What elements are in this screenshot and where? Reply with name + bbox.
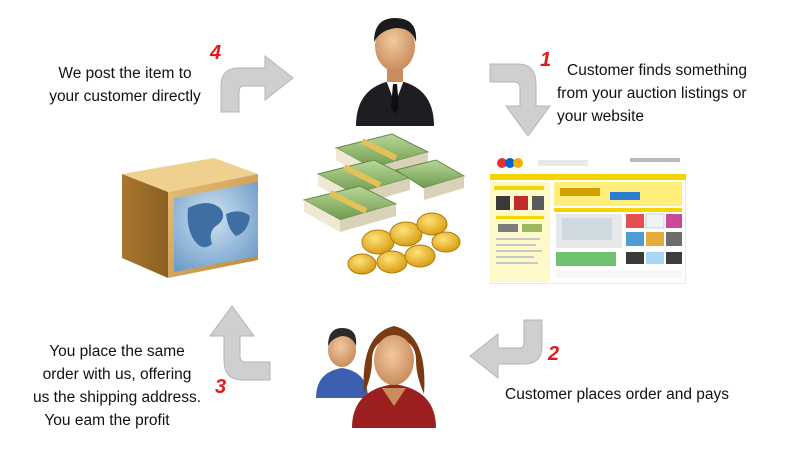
step-3-line-2: order with us, offering <box>42 366 192 383</box>
step-3-line-1: You place the same <box>49 343 185 360</box>
step-1-caption: Customer finds something from your aucti… <box>557 59 797 128</box>
merchant-people-icon <box>316 326 436 428</box>
step-3-number: 3 <box>215 376 227 398</box>
step-3-caption: You place the same order with us, offeri… <box>22 340 212 432</box>
step-3-line-4: You eam the profit <box>44 412 170 429</box>
shopping-website-icon <box>490 152 686 284</box>
step-2-line-1: Customer places order and pays <box>505 386 730 403</box>
step-1-line-3: your website <box>557 108 645 125</box>
shipping-box-icon <box>122 158 258 278</box>
step-2-caption: Customer places order and pays <box>505 383 785 406</box>
step-2-number: 2 <box>548 343 560 365</box>
step-4-caption: We post the item to your customer direct… <box>40 62 210 108</box>
money-stack-icon <box>302 133 466 275</box>
curved-arrow-icon <box>489 63 551 137</box>
step-3-line-3: us the shipping address. <box>32 389 202 406</box>
step-1-number: 1 <box>540 49 552 71</box>
step-1-line-1: Customer finds something <box>567 62 748 79</box>
step-4-number: 4 <box>210 42 222 64</box>
step-4-line-2: your customer directly <box>49 88 201 105</box>
curved-arrow-icon <box>220 54 294 113</box>
curved-arrow-icon <box>469 319 543 380</box>
curved-arrow-icon <box>209 305 271 381</box>
customer-avatar-icon <box>356 18 434 126</box>
step-1-line-2: from your auction listings or <box>557 85 747 102</box>
step-4-line-1: We post the item to <box>58 65 192 82</box>
